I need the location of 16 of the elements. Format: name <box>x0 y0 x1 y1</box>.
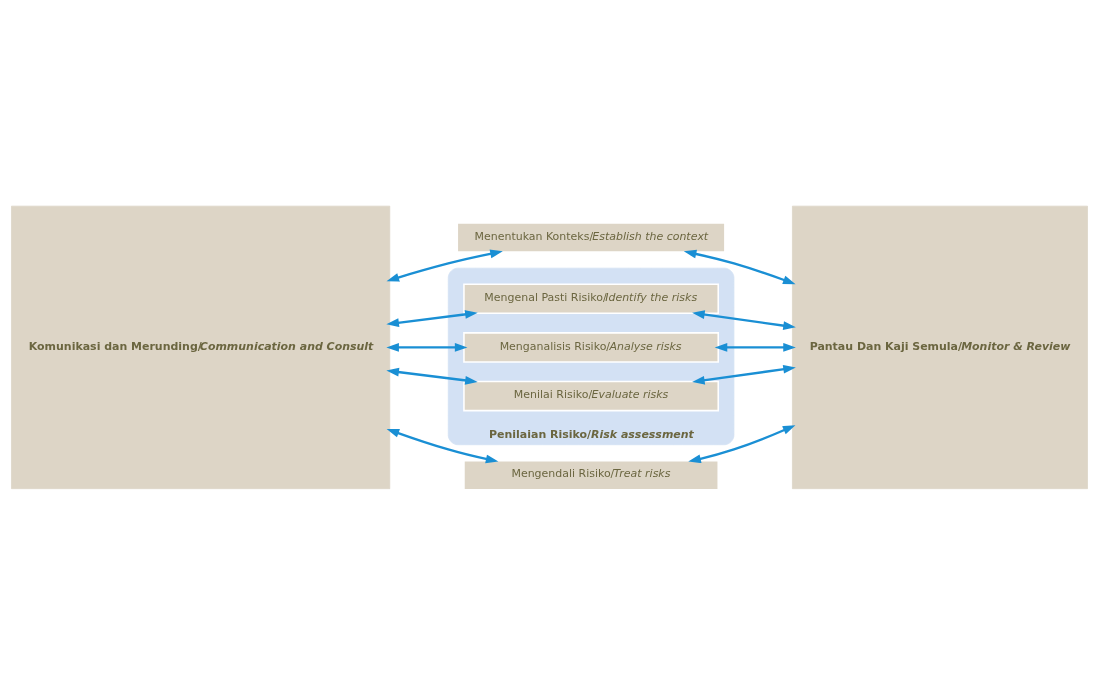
node-box: Mengendali Risiko/Treat risks <box>463 459 720 491</box>
node-box: Pantau Dan Kaji Semula/Monitor & Review <box>792 205 1088 489</box>
arrow <box>386 309 478 327</box>
node-box: Menentukan Konteks/Establish the context <box>456 221 726 253</box>
node-box: Menganalisis Risiko/Analyse risks <box>463 331 720 363</box>
arrow <box>386 367 478 385</box>
arrow <box>386 249 503 282</box>
arrow <box>386 428 499 463</box>
arrow <box>683 249 796 284</box>
arrow <box>688 424 796 463</box>
arrow <box>386 342 468 352</box>
arrow <box>692 309 796 330</box>
node-box: Mengenal Pasti Risiko/Identify the risks <box>463 282 720 314</box>
node-box: Menilai Risiko/Evaluate risks <box>463 380 720 411</box>
arrow <box>714 342 796 352</box>
arrow <box>692 364 796 385</box>
